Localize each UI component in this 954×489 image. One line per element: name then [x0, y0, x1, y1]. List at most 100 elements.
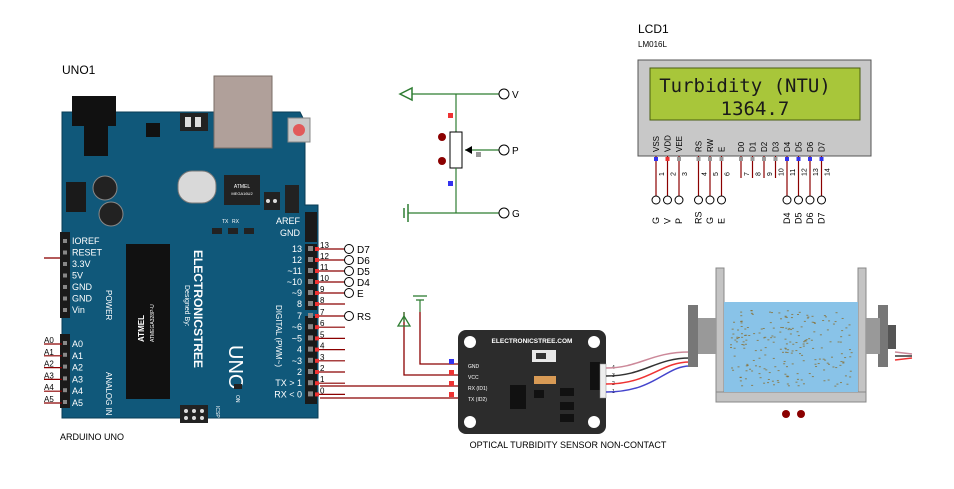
lcd-pin-name: E: [718, 147, 727, 152]
water: [724, 302, 858, 392]
digital-pin-label: ~9: [292, 288, 302, 298]
particle: [783, 360, 786, 362]
lcd-pin-name: D7: [818, 141, 827, 152]
particle: [840, 336, 843, 338]
lcd-line-2: 1364.7: [721, 98, 790, 120]
potentiometer[interactable]: V P G: [398, 86, 520, 222]
digital-pin: [308, 301, 313, 306]
lcd-net-terminal[interactable]: [651, 195, 661, 205]
container-base: [715, 391, 867, 403]
particle: [840, 361, 843, 363]
emitter-left: [688, 305, 698, 367]
particle: [746, 327, 749, 329]
pot-terminal-g[interactable]: [498, 207, 510, 219]
particle: [740, 320, 743, 322]
lcd-net-terminal[interactable]: [717, 195, 726, 205]
particle: [741, 385, 744, 387]
icsp-usb-header: [264, 192, 280, 210]
net-terminal[interactable]: [344, 277, 354, 287]
lcd-net-terminal[interactable]: [694, 195, 703, 205]
net-terminal[interactable]: [344, 266, 354, 276]
lcd-net-terminal[interactable]: [794, 195, 803, 205]
particle: [740, 311, 743, 313]
digital-pin-num: 13: [320, 241, 329, 250]
particle: [760, 328, 763, 330]
particle: [764, 347, 767, 349]
particle: [820, 347, 823, 349]
net-terminal[interactable]: [344, 288, 354, 298]
particle: [832, 366, 835, 368]
analog-pin-outer-label: A4: [44, 383, 54, 392]
particle: [745, 370, 748, 372]
particle: [772, 341, 775, 343]
digital-pin: [308, 290, 313, 295]
digital-pin-label: 7: [297, 311, 302, 321]
digital-pin-label: 8: [297, 299, 302, 309]
turbidity-sensor-board[interactable]: ELECTRONICSTREE.COM GND VCC RX (ID1) TX …: [449, 330, 667, 450]
net-terminal[interactable]: [344, 255, 354, 265]
power-jack-body: [84, 120, 108, 156]
usb-chip-brand: ATMEL: [234, 184, 251, 190]
pot-terminal-p[interactable]: [498, 144, 510, 156]
power-section-label: POWER: [104, 290, 113, 320]
lcd-net-terminal[interactable]: [705, 195, 715, 205]
lcd-net-label: V: [663, 218, 673, 224]
lcd-net-terminal[interactable]: [817, 195, 826, 205]
lcd-net-terminal[interactable]: [782, 195, 792, 205]
net-terminal[interactable]: [344, 311, 354, 321]
particle: [802, 360, 805, 362]
particle: [841, 317, 844, 319]
particle: [808, 338, 811, 340]
particle: [803, 341, 806, 343]
particle: [819, 334, 822, 336]
lcd-net-terminal[interactable]: [805, 195, 815, 205]
analog-pin-label: A2: [72, 363, 83, 373]
lcd-pin-name: VEE: [675, 136, 684, 152]
reset-button[interactable]: [293, 124, 305, 136]
analog-pin: [63, 376, 67, 381]
pot-label-p: P: [512, 146, 519, 157]
capacitor-2: [98, 201, 124, 227]
particle: [737, 366, 740, 368]
particle: [842, 361, 845, 363]
net-label: D5: [357, 267, 370, 278]
digital-pin-label: 12: [292, 255, 302, 265]
particle: [842, 362, 845, 364]
digital-pin-label: ~10: [287, 277, 302, 287]
lcd-pin-name: RW: [706, 138, 715, 152]
diode: [66, 182, 86, 212]
lcd-net-label: E: [717, 218, 727, 224]
digital-pin-num: 1: [320, 375, 325, 384]
icsp-label: ICSP: [214, 406, 220, 418]
particle: [768, 372, 771, 374]
digital-pin-num: 5: [320, 330, 325, 339]
lcd-pin-name: D1: [749, 141, 758, 152]
pot-terminal-v[interactable]: [498, 88, 510, 100]
power-arrow-icon: [398, 86, 413, 102]
particle: [834, 385, 837, 387]
particle: [850, 352, 853, 354]
particle: [834, 321, 837, 323]
particle: [807, 316, 810, 318]
net-terminal[interactable]: [344, 244, 354, 254]
lcd-net-terminal[interactable]: [674, 195, 684, 205]
particle: [730, 344, 733, 346]
digital-pin-label: ~3: [292, 356, 302, 366]
pot-label-v: V: [512, 90, 519, 101]
particle: [798, 311, 801, 313]
particle: [849, 370, 852, 372]
digital-pin-num: 4: [320, 342, 325, 351]
arduino-uno[interactable]: UNO1 ARDUINO UNO ATMEL MEGA16U2 ATMEL AT…: [44, 63, 371, 442]
particle: [824, 316, 827, 318]
digital-pin-label: RX < 0: [274, 389, 302, 399]
digital-pin: [308, 313, 313, 318]
lcd-net-terminal[interactable]: [663, 195, 672, 205]
lcd-module[interactable]: LCD1 LM016L Turbidity (NTU) 1364.7 VSS1G…: [637, 22, 872, 224]
digital-pin-num: 3: [320, 353, 325, 362]
lcd-pin-num: 14: [825, 168, 832, 176]
lcd-pin-name: D4: [783, 141, 792, 152]
particle: [740, 315, 743, 317]
particle: [848, 324, 851, 326]
particle: [830, 356, 833, 358]
particle: [760, 349, 763, 351]
